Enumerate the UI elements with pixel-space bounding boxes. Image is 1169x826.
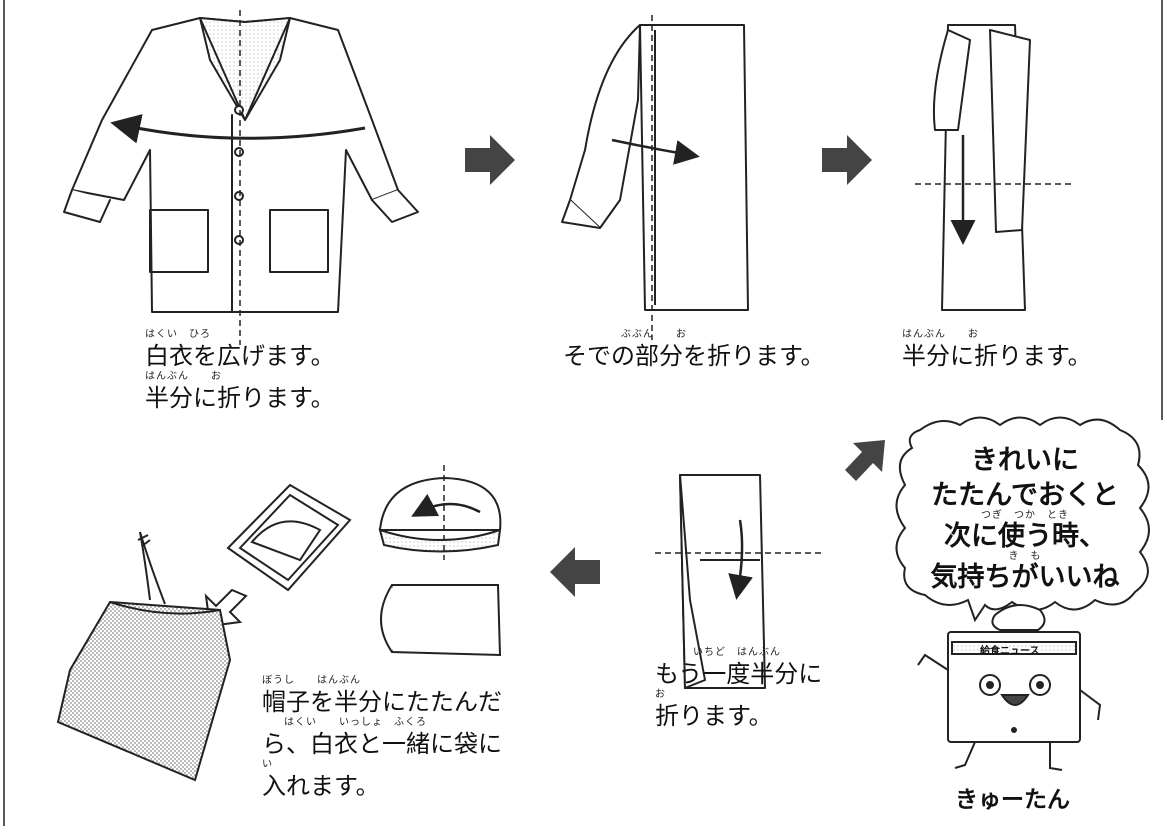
step5-line1: 帽子を半分にたたんだ (262, 688, 502, 716)
lab-coat-quarter-illustration (679, 474, 766, 689)
bubble-ruby3: つぎ つか とき (981, 510, 1069, 521)
step2-caption: ぶぶん おそでの部分を折ります。 (563, 329, 825, 370)
lab-coat-half-illustration (561, 24, 749, 311)
step5-line3: 入れます。 (262, 772, 380, 800)
bubble-line4: 気持ちがいいね (930, 562, 1120, 593)
folded-package-illustration (226, 483, 352, 592)
step5-caption: ぼうし はんぶん帽子を半分にたたんだ はくい いっしょ ふくろら、白衣と一緒に袋… (262, 675, 502, 800)
bubble-line2: たたんでおくと (931, 480, 1119, 511)
cap-illustration (378, 476, 502, 553)
arrow-left-icon (550, 547, 600, 597)
fold-direction-arrow (110, 114, 366, 144)
step3-ruby1: はんぶん お (902, 329, 979, 340)
step1-ruby2: はんぶん お (145, 371, 222, 382)
mascot-name: きゅーたん (955, 787, 1070, 813)
fold-direction-arrow (411, 493, 481, 517)
bubble-line1: きれいに (971, 445, 1079, 476)
step4-ruby2: お (655, 689, 666, 700)
step1-ruby1: はくい ひろ (145, 329, 211, 340)
arrow-right-icon (465, 135, 515, 185)
bubble-line3: 次に使う時、 (944, 521, 1106, 552)
step5-ruby1: ぼうし はんぶん (262, 675, 361, 686)
step4-line1: もう一度半分に (655, 660, 823, 688)
speech-bubble-text: きれいに たたんでおくと つぎ つか とき 次に使う時、 き も 気持ちがいいね (918, 447, 1132, 591)
fold-direction-arrow (611, 138, 700, 165)
step1-line1: 白衣を広げます。 (145, 342, 335, 370)
drawstring-bag-illustration (56, 531, 232, 782)
step4-caption: いちど はんぶんもう一度半分に お折ります。 (655, 647, 823, 730)
step2-line1: そでの部分を折ります。 (563, 342, 825, 370)
step5-line2: ら、白衣と一緒に袋に (262, 730, 502, 758)
arrow-down-left-icon (845, 440, 885, 481)
lab-coat-sleeves-folded-illustration (932, 24, 1031, 311)
step3-line1: 半分に折ります。 (902, 342, 1092, 370)
folded-cloth-illustration (380, 584, 502, 657)
mascot-kyutan (917, 604, 1102, 771)
step2-ruby1: ぶぶん お (621, 329, 687, 340)
mascot-newspaper-title: 給食ニュース (980, 646, 1040, 657)
step3-caption: はんぶん お半分に折ります。 (902, 329, 1092, 370)
step4-line2: 折ります。 (655, 702, 773, 730)
bubble-ruby4: き も (1008, 551, 1042, 562)
frame-border (3, 0, 1163, 826)
step5-ruby3: い (262, 759, 273, 770)
step4-ruby1: いちど はんぶん (693, 647, 781, 658)
lab-coat-open-illustration (63, 17, 419, 313)
step5-ruby2: はくい いっしょ ふくろ (284, 717, 427, 728)
step1-caption: はくい ひろ白衣を広げます。 はんぶん お半分に折ります。 (145, 329, 335, 412)
arrow-right-icon (822, 135, 872, 185)
fold-direction-arrow (728, 519, 753, 600)
step1-line2: 半分に折ります。 (145, 384, 335, 412)
speech-bubble (895, 416, 1150, 623)
